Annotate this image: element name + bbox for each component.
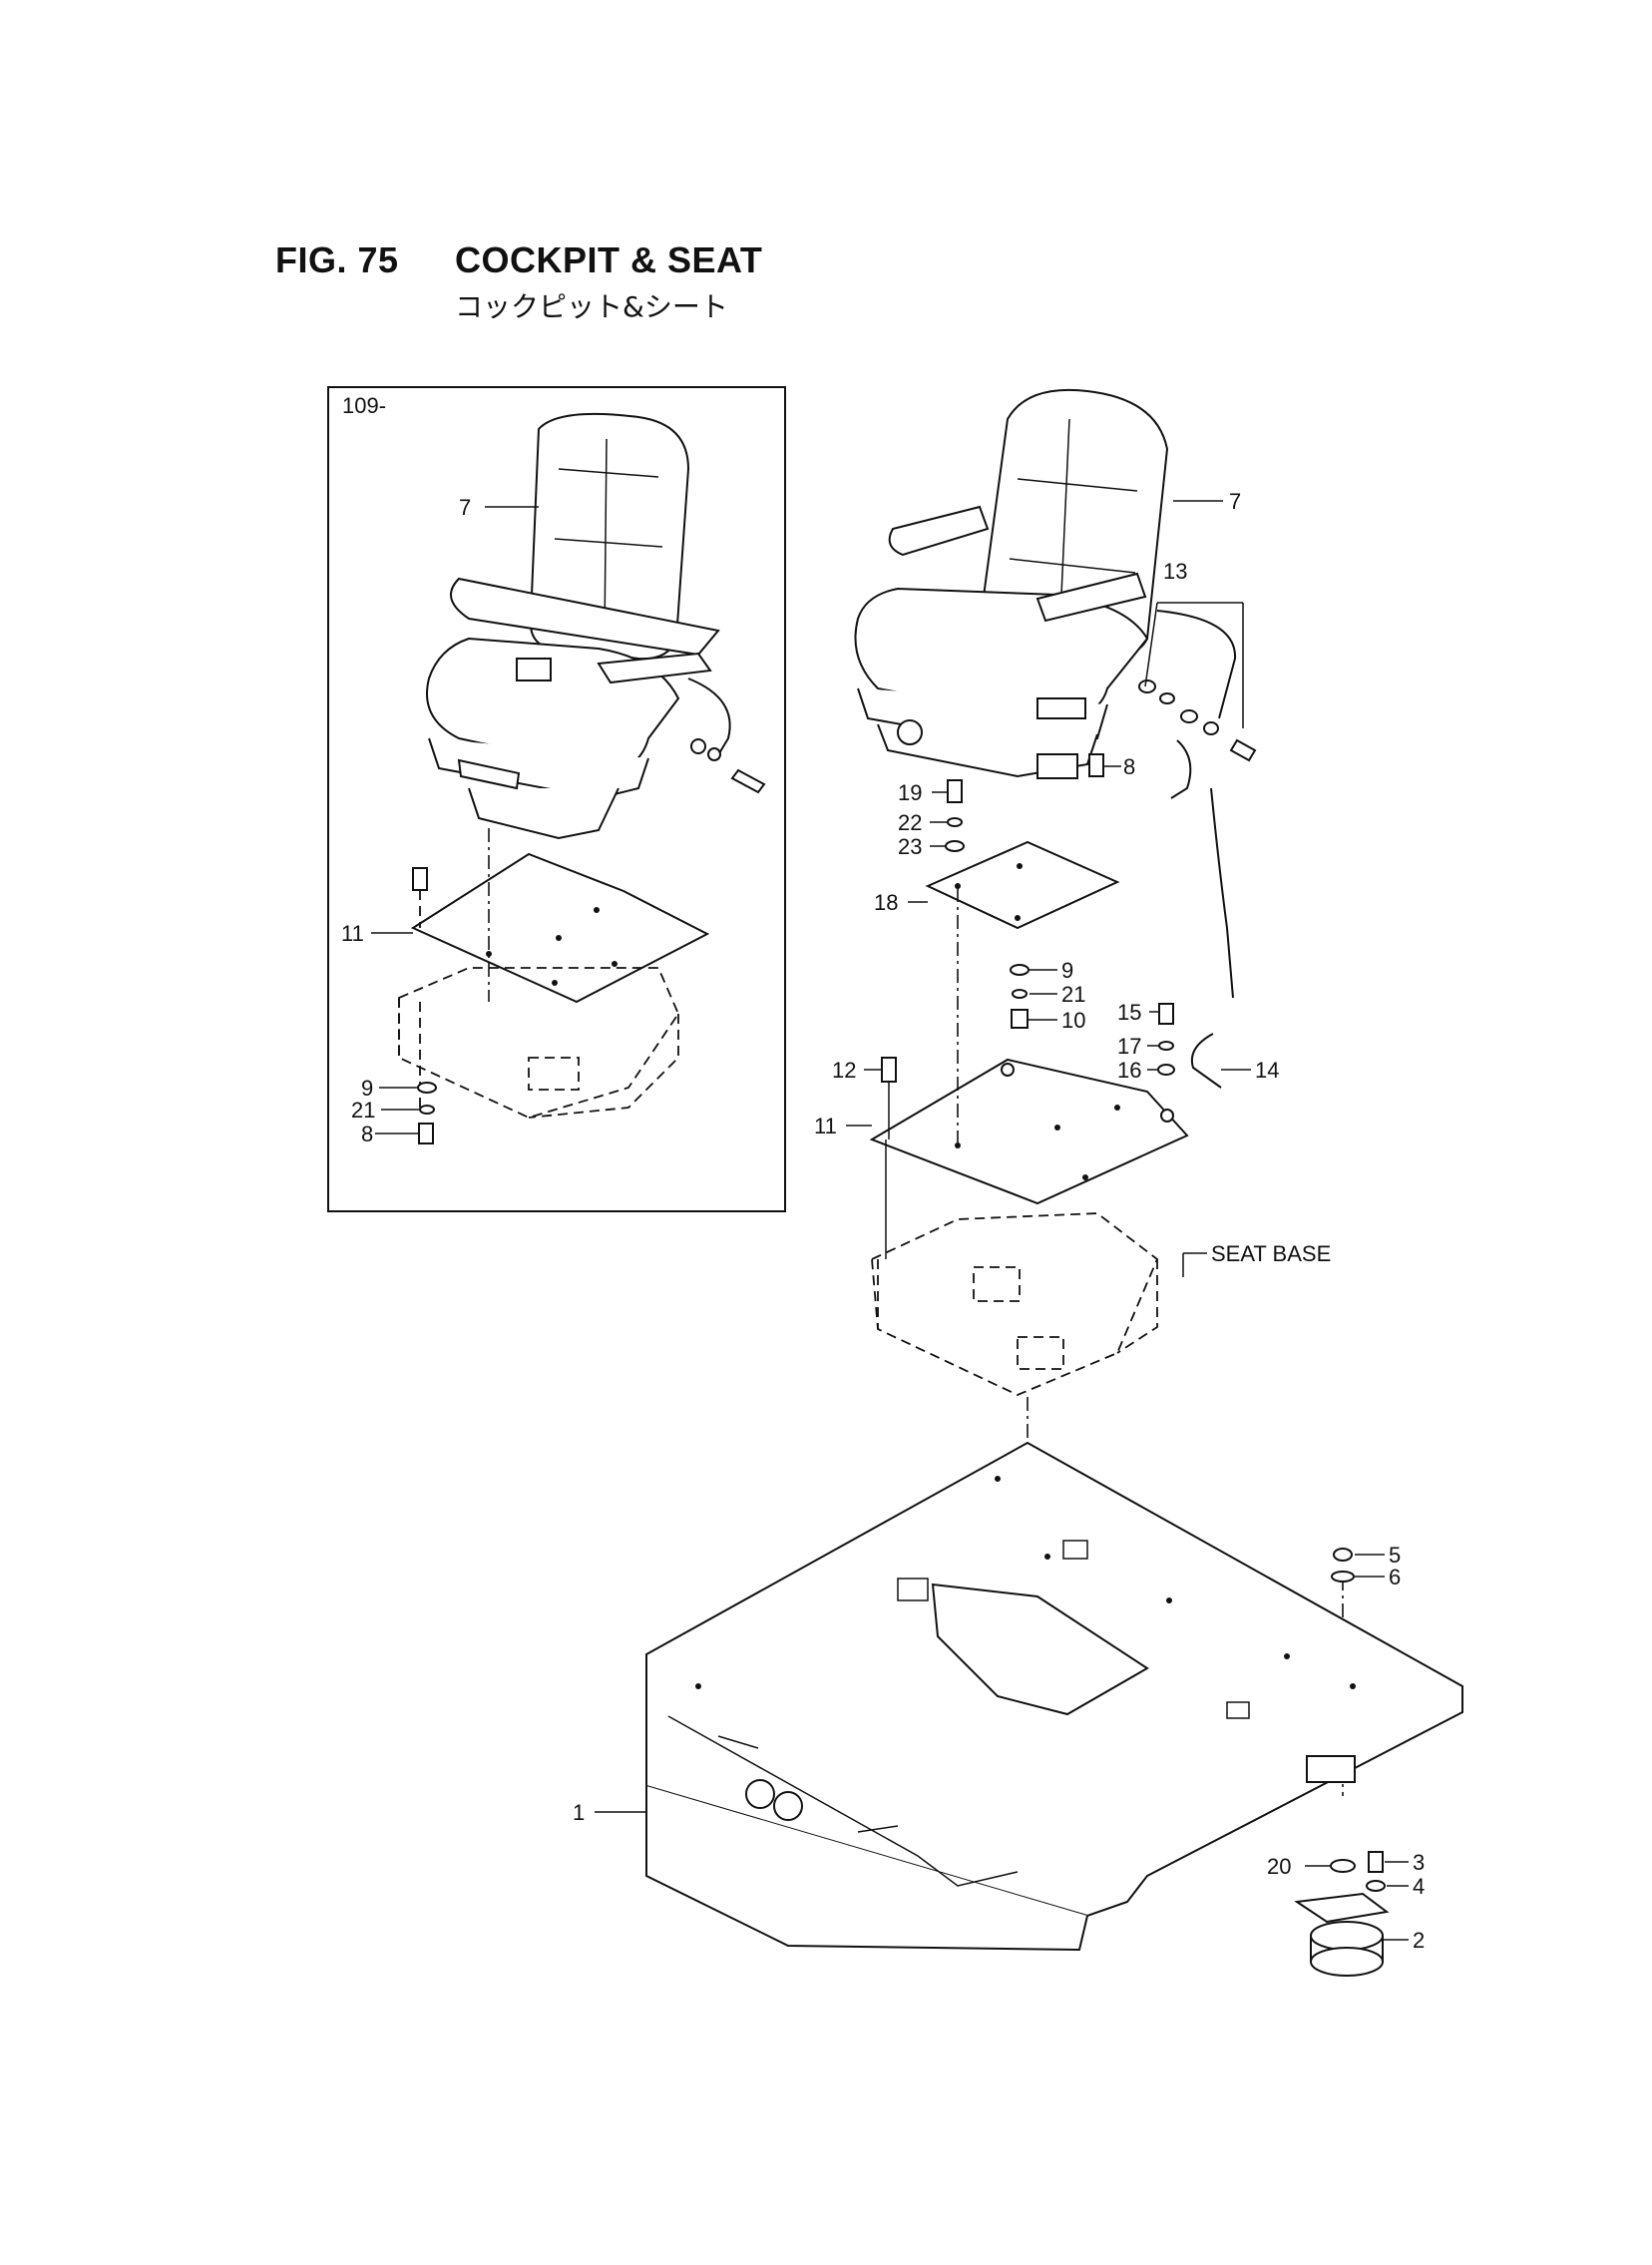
main-mounting-plate [869,1058,1189,1205]
inset-callout-9: 9 [361,1076,373,1101]
callout-7: 7 [1229,489,1241,514]
callout-15: 15 [1117,1000,1141,1025]
cockpit-floor-plate [645,1441,1463,1952]
figure-title: COCKPIT & SEAT [455,239,763,280]
callout-8: 8 [1123,754,1135,779]
rubber-mount-assembly [1294,1548,1390,1977]
callout-20: 20 [1267,1854,1291,1879]
callout-14: 14 [1255,1058,1279,1083]
callout-11: 11 [814,1114,837,1138]
callout-6: 6 [1389,1565,1401,1589]
figure-number: FIG. 75 [275,239,399,280]
inset-callout-7: 7 [459,495,471,520]
main-seat-illustration [854,388,1257,799]
callout-10: 10 [1061,1008,1085,1033]
callout-3: 3 [1413,1850,1425,1875]
inset-leader-lines [371,506,539,1134]
callout-1: 1 [573,1800,585,1825]
inset-callout-21: 21 [351,1098,375,1123]
callout-22: 22 [898,810,922,835]
callout-21: 21 [1061,982,1085,1007]
figure-subtitle-japanese: コックピット&シート [455,290,728,323]
main-fasteners [881,779,1234,1089]
seat-rail-plate [925,840,1120,930]
inset-seat-base-outline [398,828,680,1119]
callout-2: 2 [1413,1928,1425,1953]
inset-seat-illustration [426,412,766,840]
figure-header: FIG. 75 COCKPIT & SEAT コックピット&シート [275,239,1173,323]
inset-callout-11: 11 [341,921,364,946]
callout-23: 23 [898,834,922,859]
callout-17: 17 [1117,1034,1141,1059]
seat-base-label: SEAT BASE [1211,1241,1331,1266]
callout-4: 4 [1413,1874,1425,1899]
callout-12: 12 [832,1058,856,1083]
main-leader-lines [595,500,1409,1941]
callout-18: 18 [874,890,898,915]
inset-callout-8: 8 [361,1122,373,1146]
callout-13: 13 [1163,559,1187,584]
callout-5: 5 [1389,1543,1401,1568]
callout-19: 19 [898,780,922,805]
callout-9: 9 [1061,958,1073,983]
callout-16: 16 [1117,1058,1141,1083]
inset-panel: 109- [327,386,786,1212]
inset-label: 109- [342,393,386,418]
inset-fasteners [417,1082,437,1144]
inset-mounting-plate [410,852,710,1004]
